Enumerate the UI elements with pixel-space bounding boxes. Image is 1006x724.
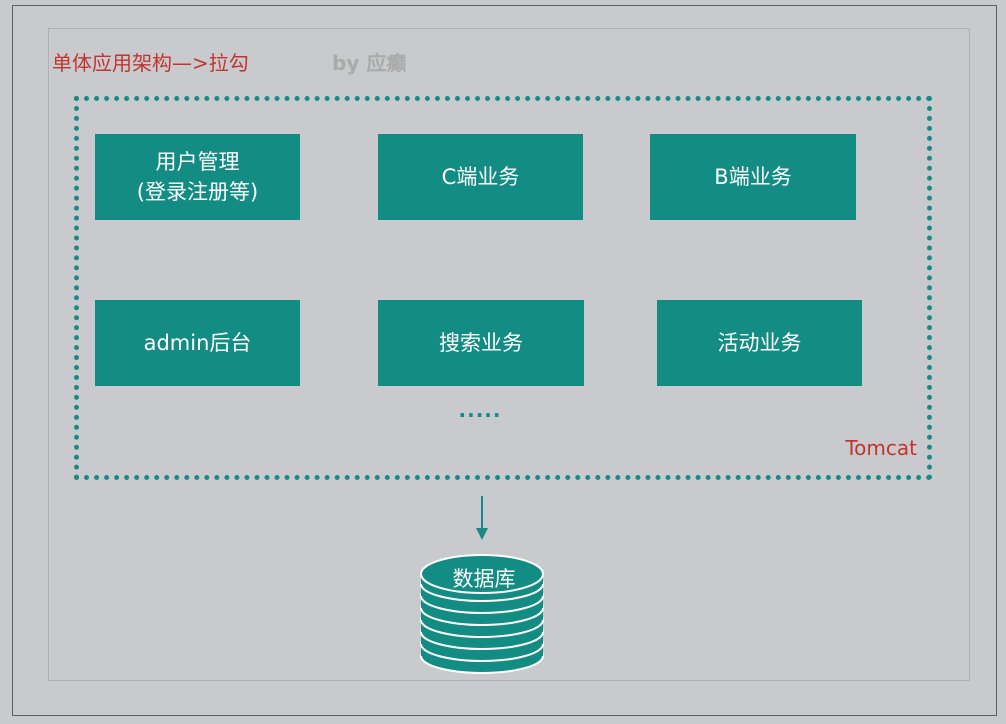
module-b-business: B端业务 — [650, 134, 856, 220]
database-icon — [420, 554, 544, 674]
module-activity: 活动业务 — [657, 300, 862, 386]
database-label: 数据库 — [452, 567, 516, 591]
module-admin-label: admin后台 — [143, 331, 252, 355]
tomcat-container — [74, 96, 932, 480]
module-admin: admin后台 — [95, 300, 300, 386]
module-c-business-label: C端业务 — [441, 165, 520, 189]
module-c-business: C端业务 — [378, 134, 583, 220]
diagram-title: 单体应用架构—>拉勾 — [52, 51, 249, 75]
tomcat-label: Tomcat — [845, 436, 917, 460]
module-search-label: 搜索业务 — [439, 331, 523, 355]
module-user-management: 用户管理 (登录注册等) — [95, 134, 300, 220]
module-search: 搜索业务 — [378, 300, 584, 386]
down-arrow — [476, 496, 488, 540]
module-activity-label: 活动业务 — [717, 331, 802, 355]
more-modules-ellipsis: ..... — [458, 398, 502, 422]
module-b-business-label: B端业务 — [714, 165, 792, 189]
author-byline: by 应癫 — [332, 51, 407, 75]
module-user-management-label: 用户管理 — [155, 150, 240, 174]
diagram-canvas — [48, 28, 970, 681]
module-user-management-sublabel: (登录注册等) — [136, 180, 259, 204]
outer-frame — [12, 5, 997, 716]
